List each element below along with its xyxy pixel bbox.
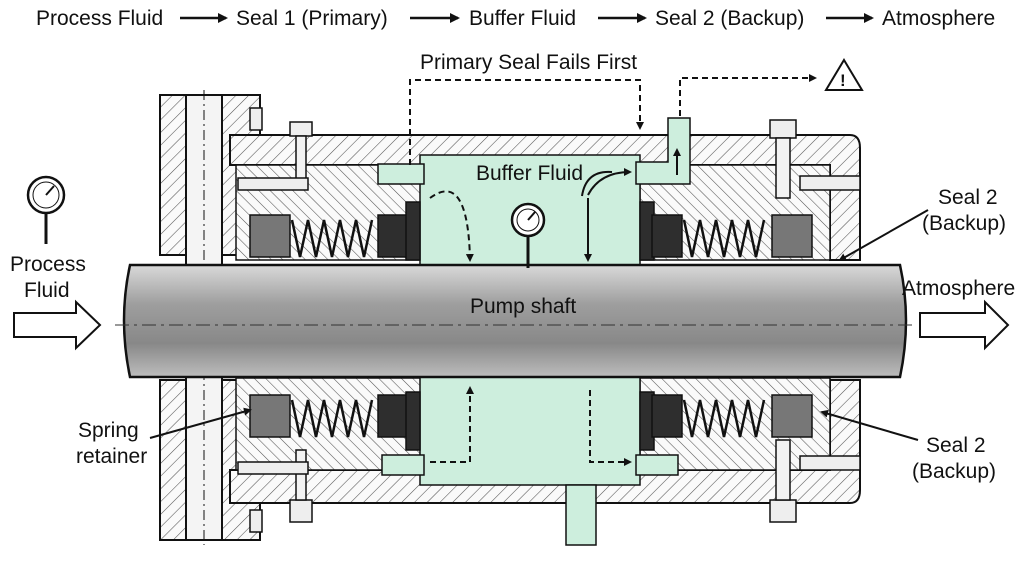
seal-spring [290,219,374,258]
pressure-gauge-icon [510,202,546,268]
pump-shaft-label: Pump shaft [470,295,576,318]
backup-seal-top [639,201,813,261]
process-fluid-label: Process [10,253,86,276]
seal-face [651,394,683,438]
primary-seal-bottom [249,391,421,451]
seal2-bottom-leader [820,409,919,441]
seal-spring [682,219,766,258]
spring-retainer [249,394,291,438]
seal2-top-leader [838,209,929,261]
seal2-bottom-label-2: (Backup) [912,460,996,483]
pump-shaft: Pump shaft [115,263,915,379]
seal2-bottom-label: Seal 2 [926,434,986,457]
process-fluid-label-2: Fluid [24,279,70,302]
spring-retainer [771,214,813,258]
seal-face [651,214,683,258]
atmosphere-label: Atmosphere [902,277,1015,300]
circulation-arrows [429,148,681,466]
process-fluid-inlet-arrow [13,299,102,351]
spring-retainer [249,214,291,258]
seal2-top-label: Seal 2 [938,186,998,209]
spring-retainer-label-2: retainer [76,445,147,468]
flow-sequence: Process Fluid Seal 1 (Primary) Buffer Fl… [36,7,995,30]
seal-face [377,214,409,258]
atmosphere-outlet-arrow [919,299,1010,351]
warning-triangle-icon: ! [824,58,864,91]
primary-seal-top [249,201,421,261]
flow-step-process-fluid: Process Fluid [36,7,163,30]
seal-face [377,394,409,438]
seal-spring [682,399,766,438]
flow-step-atmosphere: Atmosphere [882,7,995,30]
flow-step-buffer-fluid: Buffer Fluid [469,7,576,30]
seal2-top-label-2: (Backup) [922,212,1006,235]
spring-retainer-label: Spring [78,419,139,442]
spring-retainer [771,394,813,438]
svg-text:!: ! [840,71,846,90]
buffer-fluid-label: Buffer Fluid [476,162,583,185]
pressure-gauge-icon [26,175,66,244]
flow-step-seal-1: Seal 1 (Primary) [236,7,388,30]
failure-path-label: Primary Seal Fails First [420,51,637,74]
backup-seal-bottom [639,391,813,451]
spring-retainer-leader [149,407,252,439]
failure-path [409,74,817,165]
flow-step-seal-2: Seal 2 (Backup) [655,7,804,30]
seal-spring [290,399,374,438]
